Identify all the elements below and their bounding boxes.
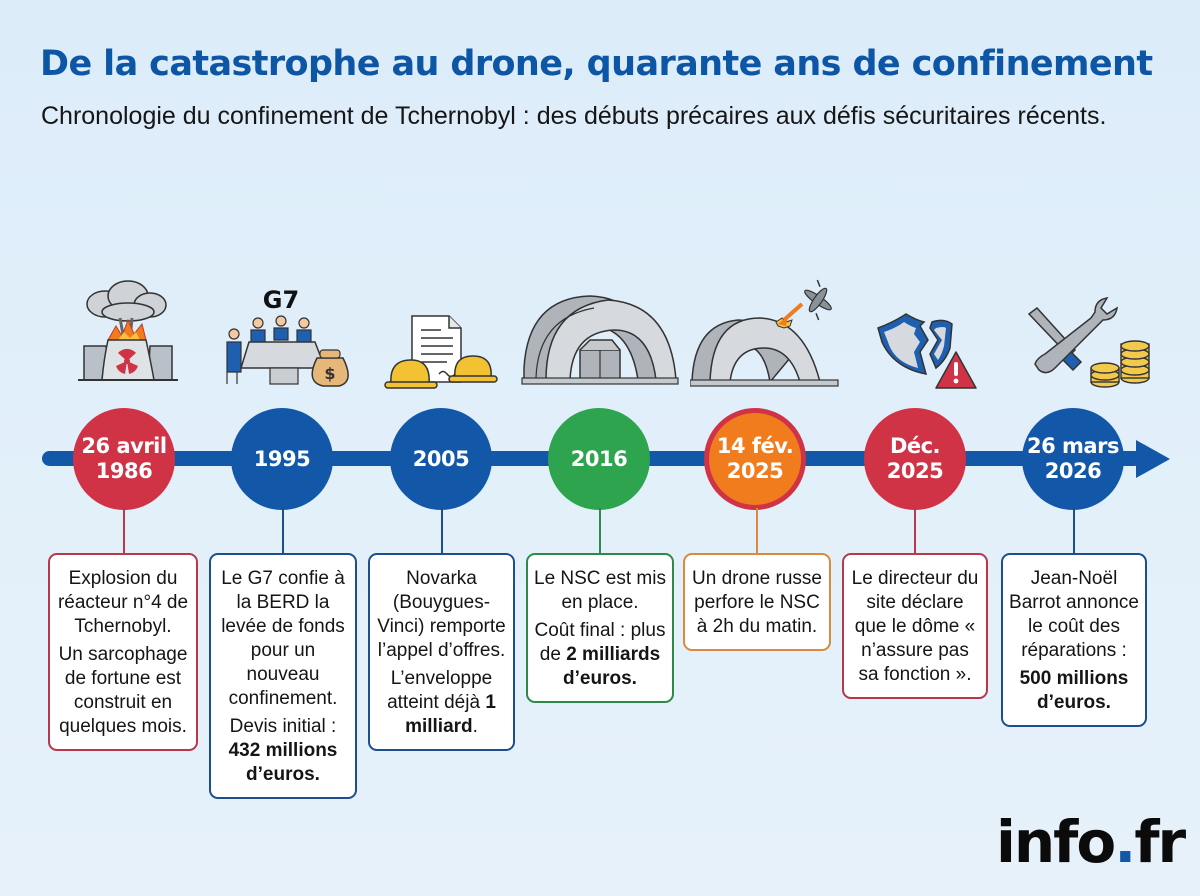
timeline-node-2025-feb: 14 fév. 2025 [704,408,806,510]
cost-highlight: 1 milliard [405,692,496,737]
connector-line [123,508,125,554]
contract-hardhats-icon [367,278,517,390]
g7-label: G7 [263,286,299,314]
card-text: 500 millions d’euros. [1009,667,1139,715]
card-text: Le NSC est mis en place. [534,568,666,613]
event-card-2005: Novarka (Bouygues-Vinci) remporte l’appe… [368,553,515,751]
card-text: L’enveloppe atteint déjà 1 milliard. [387,668,496,737]
arch-shelter-icon [520,278,680,390]
card-text: Jean-Noël Barrot annonce le coût des rép… [1009,568,1139,661]
card-text: Un sarcophage de fortune est construit e… [58,644,188,737]
broken-shield-warning-icon [854,278,1004,390]
cost-highlight: 500 millions d’euros. [1019,668,1129,713]
event-card-2026: Jean-Noël Barrot annonce le coût des rép… [1001,553,1147,727]
logo-dot: . [1114,808,1136,876]
card-text: Un drone russe perfore le NSC à 2h du ma… [692,568,822,637]
connector-line [756,508,758,554]
timeline-node-2026: 26 mars 2026 [1022,408,1124,510]
event-card-2016: Le NSC est mis en place. Coût final : pl… [526,553,674,703]
timeline-node-2016: 2016 [548,408,650,510]
card-text: Novarka (Bouygues-Vinci) remporte l’appe… [377,568,506,661]
cost-highlight: 2 milliards d’euros. [563,644,661,689]
event-card-2025-feb: Un drone russe perfore le NSC à 2h du ma… [683,553,831,651]
nuclear-explosion-icon [50,278,200,390]
tools-coins-icon [1015,278,1165,390]
connector-line [441,508,443,554]
page-title: De la catastrophe au drone, quarante ans… [40,44,1153,84]
card-text: Le G7 confie à la BERD la levée de fonds… [221,568,345,709]
card-text: Coût final : plus de 2 milliards d’euros… [534,620,666,689]
connector-line [1073,508,1075,554]
card-text: Le directeur du site déclare que le dôme… [851,568,979,685]
card-text: Devis initial : 432 millions d’euros. [228,716,338,785]
connector-line [599,508,601,554]
g7-meeting-money-icon: G7 $ [205,278,355,390]
card-text: Explosion du réacteur n°4 de Tchernobyl. [57,568,189,637]
timeline-node-1986: 26 avril 1986 [73,408,175,510]
timeline-node-2025-dec: Déc. 2025 [864,408,966,510]
cost-highlight: 432 millions d’euros. [228,740,338,785]
connector-line [914,508,916,554]
drone-strike-arch-icon [690,278,840,390]
svg-text:$: $ [324,364,335,383]
info-fr-logo: info.fr [996,808,1186,876]
page-subtitle: Chronologie du confinement de Tchernobyl… [41,102,1107,130]
connector-line [282,508,284,554]
event-card-1986: Explosion du réacteur n°4 de Tchernobyl.… [48,553,198,751]
event-card-2025-dec: Le directeur du site déclare que le dôme… [842,553,988,699]
event-card-1995: Le G7 confie à la BERD la levée de fonds… [209,553,357,799]
timeline-node-2005: 2005 [390,408,492,510]
timeline-arrowhead-icon [1136,440,1170,478]
timeline-node-1995: 1995 [231,408,333,510]
